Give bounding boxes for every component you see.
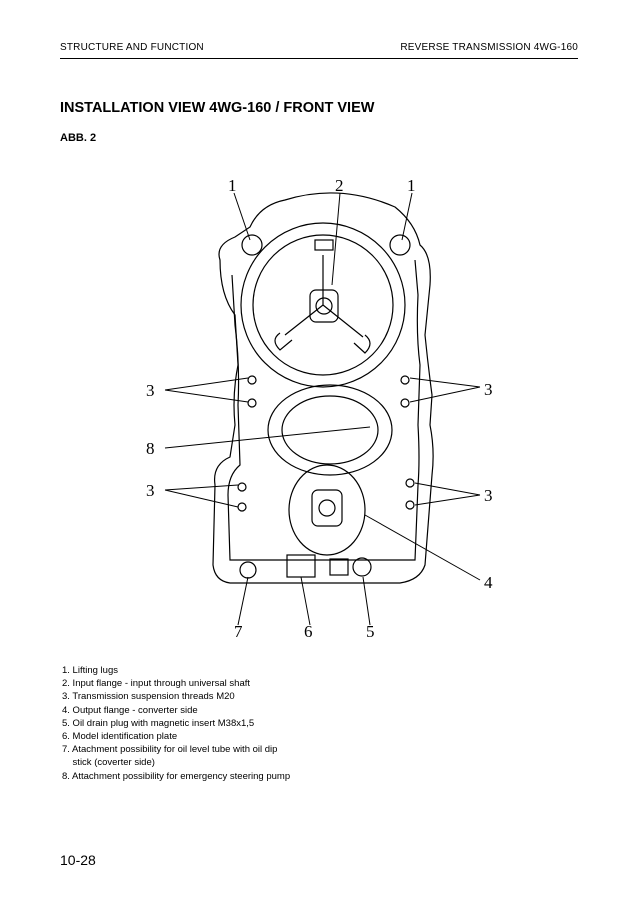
dip-stick-mount-outline [239,561,257,579]
header-section: STRUCTURE AND FUNCTION [60,42,204,53]
callout-susp-upper-left: 3 [146,381,155,400]
legend-item: 5. Oil drain plug with magnetic insert M… [62,717,255,729]
legend-item: 7. Atachment possibility for oil level t… [62,744,278,756]
output-flange-hub [311,489,343,527]
callout-drain-plug: 5 [366,622,375,641]
header-chapter: REVERSE TRANSMISSION 4WG-160 [400,42,578,53]
input-flange-inner [252,234,394,376]
header-divider [60,58,578,59]
figure-reference: ABB. 2 [60,132,97,144]
callout-lifting-lug-right: 1 [407,176,416,195]
output-flange-boss [288,464,366,556]
callout-output-flange: 4 [484,573,493,592]
callout-susp-upper-right: 3 [484,380,493,399]
legend-item: stick (coverter side) [62,757,155,769]
input-flange-hub [309,289,339,323]
callout-dip-stick: 7 [234,622,243,641]
legend-item: 4. Output flange - converter side [62,704,198,716]
input-flange-spokes [274,255,371,354]
callout-input-flange: 2 [335,176,344,195]
legend-item: 8. Attachment possibility for emergency … [62,770,291,782]
parts-legend: 1. Lifting lugs 2. Input flange - input … [62,664,362,783]
input-flange-center [315,297,333,315]
legend-item: 3. Transmission suspension threads M20 [62,691,235,703]
legend-item: 2. Input flange - input through universa… [62,678,251,690]
legend-item: 6. Model identification plate [62,731,178,743]
callout-susp-lower-left: 3 [146,481,155,500]
page-title: INSTALLATION VIEW 4WG-160 / FRONT VIEW [60,100,375,116]
page-number: 10-28 [60,852,96,868]
callout-susp-lower-right: 3 [484,486,493,505]
callout-model-plate: 6 [304,622,313,641]
callout-pump-mount: 8 [146,439,155,458]
lifting-lug-left [241,234,263,256]
input-flange-ring [240,222,406,388]
output-flange-center [318,499,336,517]
leader-lines [164,192,481,626]
lifting-lug-right [389,234,411,256]
housing-outline [212,192,434,584]
model-plate-window [329,558,349,576]
model-plate-outline [286,554,316,578]
drain-plug-outline [352,557,372,577]
pump-mount-plate [267,384,393,476]
pump-mount-inner [281,395,379,465]
input-flange-top-slot [314,239,334,251]
callout-lifting-lug-left: 1 [228,176,237,195]
legend-item: 1. Lifting lugs [62,665,118,676]
transmission-front-view-diagram: 1 2 1 3 3 8 3 3 4 7 6 5 [146,176,493,641]
